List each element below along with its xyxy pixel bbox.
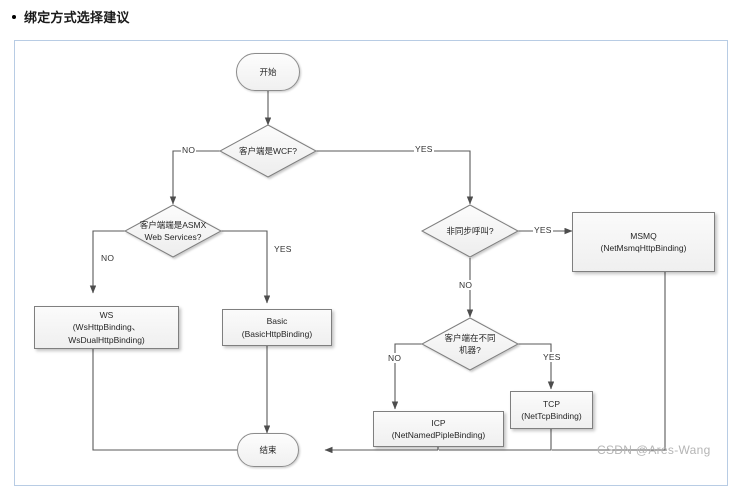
node-is-async[interactable]: 非同步呼叫?: [422, 205, 518, 257]
node-icp[interactable]: ICP (NetNamedPipleBinding): [373, 411, 504, 447]
node-icp-label: ICP (NetNamedPipleBinding): [391, 417, 486, 440]
node-tcp-label: TCP (NetTcpBinding): [521, 398, 582, 421]
node-is-wcf-label: 客户端是WCF?: [238, 145, 298, 156]
node-ws[interactable]: WS (WsHttpBinding、 WsDualHttpBinding): [34, 306, 179, 349]
diagram-canvas: 开始 客户端是WCF? 客户端端是ASMX Web Services? WS (…: [15, 41, 729, 487]
node-end-label: 结束: [259, 444, 277, 455]
edge-label-async-no: NO: [458, 280, 474, 290]
node-basic[interactable]: Basic (BasicHttpBinding): [222, 309, 332, 346]
node-diff-machine[interactable]: 客户端在不同 机器?: [422, 318, 518, 370]
edge-label-asmx-yes: YES: [273, 244, 293, 254]
node-is-asmx-label: 客户端端是ASMX Web Services?: [139, 219, 207, 242]
edge-label-machine-yes: YES: [542, 352, 562, 362]
edge-label-wcf-yes: YES: [414, 144, 434, 154]
watermark-text: CSDN @Ares-Wang: [597, 443, 711, 457]
node-is-wcf[interactable]: 客户端是WCF?: [220, 125, 316, 177]
edge-label-machine-no: NO: [387, 353, 403, 363]
node-tcp[interactable]: TCP (NetTcpBinding): [510, 391, 593, 429]
node-start[interactable]: 开始: [236, 53, 300, 91]
edge-label-async-yes: YES: [533, 225, 553, 235]
node-ws-label: WS (WsHttpBinding、 WsDualHttpBinding): [68, 310, 145, 345]
node-msmq-label: MSMQ (NetMsmqHttpBinding): [600, 230, 687, 253]
diagram-frame: 开始 客户端是WCF? 客户端端是ASMX Web Services? WS (…: [14, 40, 728, 486]
node-start-label: 开始: [259, 66, 277, 77]
node-basic-label: Basic (BasicHttpBinding): [241, 316, 313, 339]
page-heading: 绑定方式选择建议: [12, 7, 130, 26]
bullet-dot-icon: [12, 14, 16, 19]
node-msmq[interactable]: MSMQ (NetMsmqHttpBinding): [572, 212, 715, 272]
page-title: 绑定方式选择建议: [24, 10, 130, 25]
node-diff-machine-label: 客户端在不同 机器?: [444, 332, 496, 355]
edge-label-asmx-no: NO: [100, 253, 116, 263]
node-is-async-label: 非同步呼叫?: [446, 225, 494, 236]
edge-label-wcf-no: NO: [181, 145, 197, 155]
node-is-asmx[interactable]: 客户端端是ASMX Web Services?: [125, 205, 221, 257]
node-end[interactable]: 结束: [237, 433, 299, 467]
